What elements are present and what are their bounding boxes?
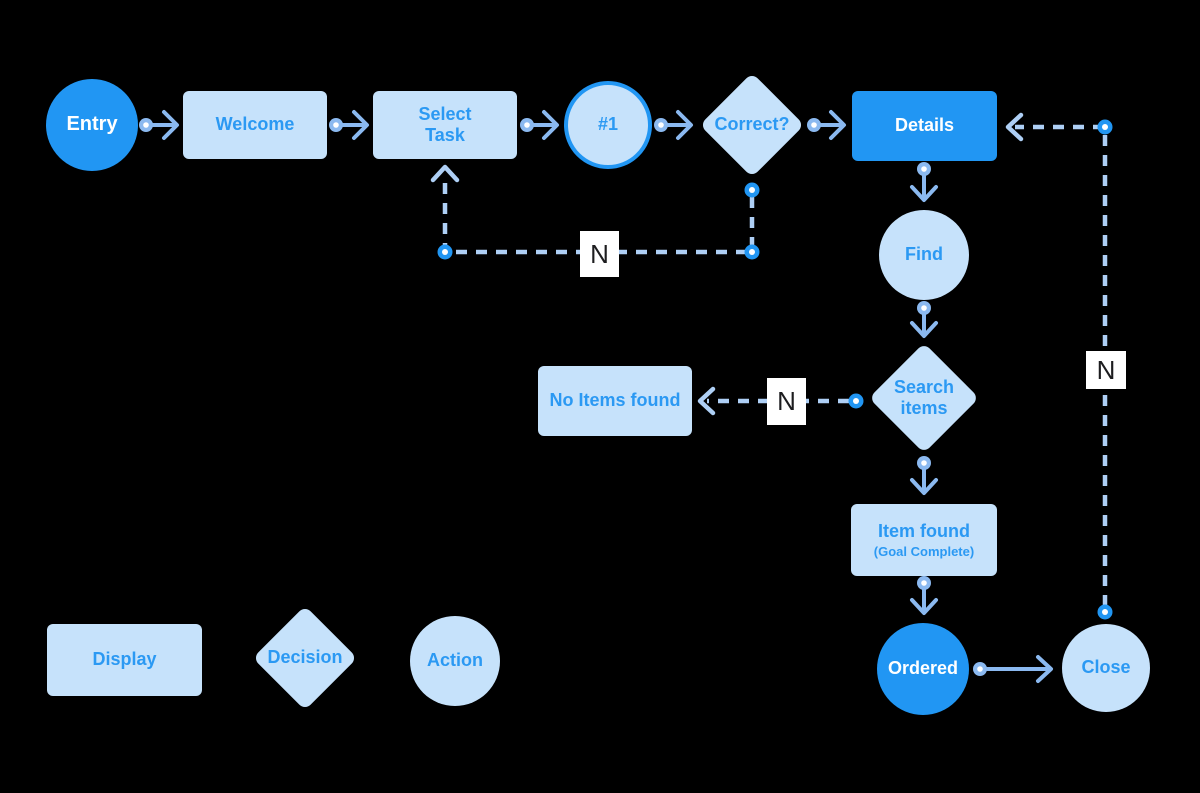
- path-dot-center: [1102, 609, 1108, 615]
- edge-step1-to-correct: [654, 110, 693, 140]
- node-label: Search items: [893, 376, 955, 418]
- node-label: Correct?: [714, 114, 790, 135]
- node-item-found: Item found (Goal Complete): [851, 504, 997, 576]
- arrow-start-dot-center: [921, 460, 927, 466]
- legend-label: Display: [92, 649, 157, 670]
- arrow-head-icon: [829, 110, 846, 140]
- node-find: Find: [879, 210, 969, 300]
- node-details: Details: [852, 91, 997, 161]
- arrow-head-icon: [910, 598, 938, 615]
- path-dot-center: [749, 187, 755, 193]
- node-correct: Correct?: [699, 72, 805, 178]
- arrow-start-dot-center: [921, 305, 927, 311]
- node-label: Ordered: [887, 658, 959, 679]
- arrow-head-icon: [1036, 655, 1053, 683]
- edge-label-n-search-to-no-items: N: [767, 378, 806, 425]
- legend-action: Action: [410, 616, 500, 706]
- node-entry: Entry: [46, 79, 138, 171]
- edge-find-to-search-items: [910, 301, 938, 338]
- node-label: Item found: [878, 520, 970, 541]
- node-welcome: Welcome: [183, 91, 327, 159]
- arrow-head-icon: [1005, 112, 1024, 142]
- arrow-head-icon: [162, 110, 179, 140]
- arrow-start-dot-center: [333, 122, 339, 128]
- edge-close-to-details-dashed: [1005, 112, 1113, 620]
- edge-label-n-correct-to-select-task: N: [580, 231, 619, 277]
- arrow-head-icon: [430, 164, 460, 183]
- edge-details-to-find: [910, 162, 938, 202]
- node-step1: #1: [564, 81, 652, 169]
- node-close: Close: [1062, 624, 1150, 712]
- legend-label: Decision: [267, 647, 343, 668]
- edge-correct-to-details: [807, 110, 846, 140]
- edge-ordered-to-close: [973, 655, 1053, 683]
- edge-select-task-to-step1: [520, 110, 559, 140]
- arrow-start-dot-center: [524, 122, 530, 128]
- arrow-head-icon: [910, 185, 938, 202]
- edge-welcome-to-select-task: [329, 110, 369, 140]
- edge-search-items-to-item-found: [910, 456, 938, 495]
- path-dot-center: [442, 249, 448, 255]
- edge-entry-to-welcome: [139, 110, 179, 140]
- node-label: Close: [1081, 657, 1131, 678]
- node-no-items-found: No Items found: [538, 366, 692, 436]
- node-select-task: Select Task: [373, 91, 517, 159]
- node-search-items: Search items: [868, 342, 980, 454]
- arrow-head-icon: [352, 110, 369, 140]
- node-ordered: Ordered: [877, 623, 969, 715]
- node-label: Details: [894, 115, 955, 136]
- legend-label: Action: [427, 650, 483, 671]
- edge-label-n-close-to-details: N: [1086, 351, 1126, 389]
- arrow-start-dot-center: [143, 122, 149, 128]
- node-sublabel: (Goal Complete): [873, 543, 975, 559]
- arrow-start-dot-center: [977, 666, 983, 672]
- path-dot-center: [1102, 124, 1108, 130]
- node-label: Find: [905, 244, 943, 265]
- path-dot-center: [749, 249, 755, 255]
- edge-item-found-to-ordered: [910, 576, 938, 615]
- path-dot-center: [853, 398, 859, 404]
- arrow-start-dot-center: [921, 166, 927, 172]
- arrow-head-icon: [697, 386, 716, 416]
- node-label: #1: [597, 114, 619, 135]
- legend-decision: Decision: [252, 605, 358, 711]
- node-label: Select Task: [418, 103, 472, 145]
- legend-display: Display: [47, 624, 202, 696]
- arrow-start-dot-center: [811, 122, 817, 128]
- arrow-head-icon: [542, 110, 559, 140]
- node-label: No Items found: [549, 390, 681, 411]
- node-label: Welcome: [215, 114, 295, 135]
- arrow-head-icon: [676, 110, 693, 140]
- arrow-start-dot-center: [658, 122, 664, 128]
- arrow-head-icon: [910, 321, 938, 338]
- arrow-start-dot-center: [921, 580, 927, 586]
- arrow-head-icon: [910, 478, 938, 495]
- node-label: Entry: [66, 113, 118, 136]
